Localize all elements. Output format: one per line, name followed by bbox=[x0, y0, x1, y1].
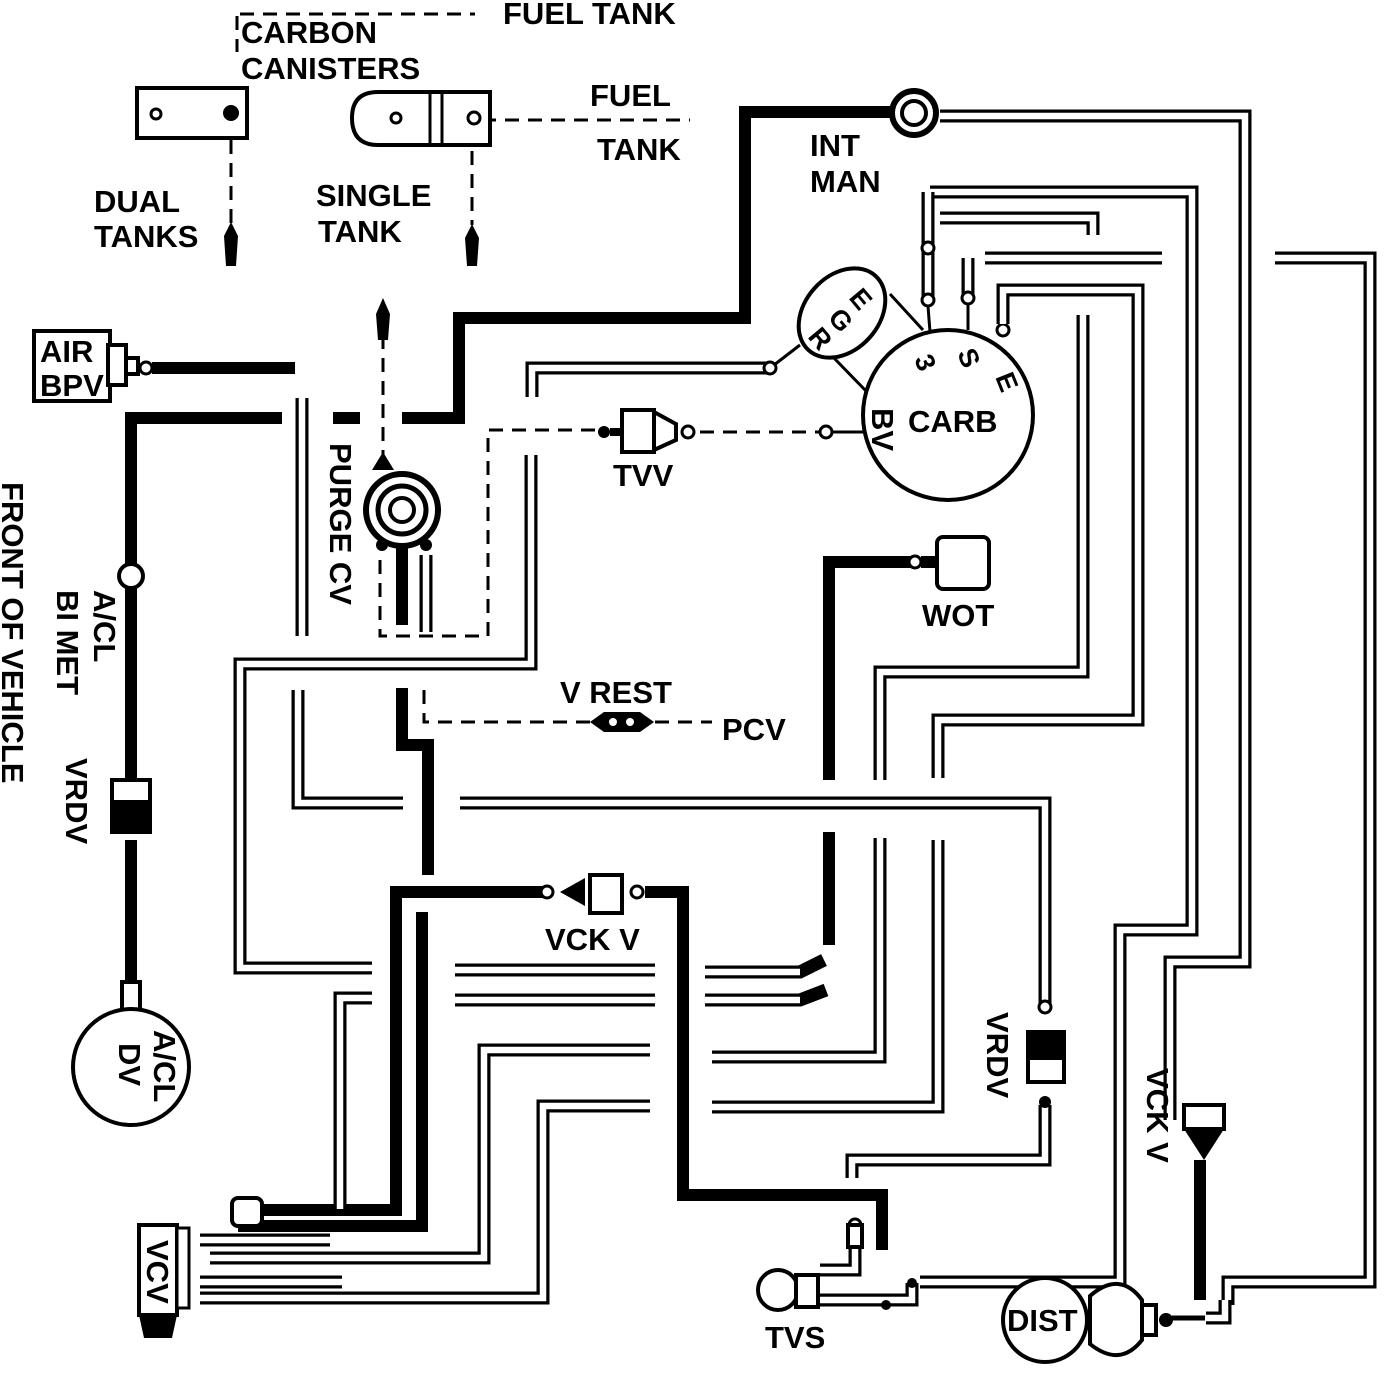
single-carbon-canister bbox=[349, 90, 492, 266]
label-air: AIR bbox=[40, 334, 93, 369]
label-vcv: VCV bbox=[140, 1240, 175, 1304]
label-tanks: TANKS bbox=[94, 219, 198, 254]
label-acl-dv-1: A/CL bbox=[147, 1030, 182, 1102]
label-canisters: CANISTERS bbox=[241, 51, 420, 86]
label-acl-bi-met-1: A/CL bbox=[87, 590, 122, 662]
vapor-lines bbox=[229, 12, 822, 724]
distributor bbox=[1001, 1276, 1232, 1364]
label-purge-cv: PURGE CV bbox=[323, 443, 358, 605]
label-man: MAN bbox=[810, 164, 881, 199]
label-acl-bi-met-2: BI MET bbox=[50, 590, 85, 695]
vrdv-left-valve bbox=[110, 767, 152, 854]
carburetor bbox=[818, 240, 1050, 502]
label-carb: CARB bbox=[908, 404, 998, 439]
wot-switch bbox=[907, 535, 991, 591]
heavy-hoses bbox=[125, 106, 1206, 1300]
air-bpv-valve bbox=[32, 329, 154, 403]
label-vck-v-center: VCK V bbox=[545, 922, 640, 957]
label-tank-right: TANK bbox=[597, 132, 681, 167]
vck-v-center-valve bbox=[539, 873, 645, 915]
label-wot: WOT bbox=[922, 598, 994, 633]
egr-valve bbox=[762, 266, 925, 394]
label-vrdv-right: VRDV bbox=[980, 1012, 1015, 1098]
label-pcv: PCV bbox=[722, 712, 786, 747]
label-bpv: BPV bbox=[40, 368, 104, 403]
label-v-rest: V REST bbox=[560, 675, 672, 710]
label-tvv: TVV bbox=[613, 458, 674, 493]
label-tvs: TVS bbox=[765, 1320, 825, 1355]
tvs-switch bbox=[756, 1217, 917, 1312]
purge-cv-port-tip bbox=[376, 298, 390, 340]
label-single: SINGLE bbox=[316, 178, 431, 213]
label-single-tank: TANK bbox=[318, 214, 402, 249]
label-carbon: CARBON bbox=[241, 15, 377, 50]
intake-manifold-port bbox=[889, 88, 939, 138]
label-fuel-tank-top: FUEL TANK bbox=[503, 0, 676, 31]
label-dist: DIST bbox=[1007, 1303, 1078, 1338]
v-rest-restrictor bbox=[590, 712, 654, 732]
tvv-valve bbox=[598, 408, 696, 454]
acl-dv-diaphragm bbox=[71, 980, 191, 1127]
acl-bi-met-sensor bbox=[117, 562, 145, 590]
dual-carbon-canister bbox=[135, 86, 249, 266]
label-vrdv-left: VRDV bbox=[59, 758, 94, 844]
label-int: INT bbox=[810, 128, 860, 163]
label-vck-v-right: VCK V bbox=[1140, 1068, 1175, 1163]
purge-cv-valve bbox=[363, 452, 441, 632]
diagram-labels: FUEL TANK CARBON CANISTERS FUEL TANK DUA… bbox=[0, 0, 1175, 1355]
label-bv: BV bbox=[865, 408, 900, 451]
vrdv-right-valve bbox=[1026, 999, 1066, 1108]
vcv-valve bbox=[137, 1196, 264, 1338]
vck-v-right-valve bbox=[1182, 1103, 1226, 1160]
label-fuel: FUEL bbox=[590, 78, 671, 113]
label-dual: DUAL bbox=[94, 184, 180, 219]
label-acl-dv-2: DV bbox=[112, 1043, 147, 1086]
label-front-of-vehicle: FRONT OF VEHICLE bbox=[0, 482, 30, 783]
